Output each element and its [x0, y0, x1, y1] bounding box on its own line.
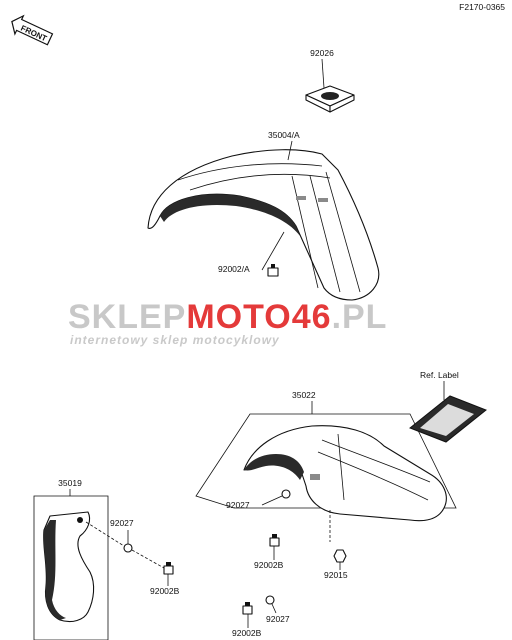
watermark: SKLEPMOTO46.PL internetowy sklep motocyk…	[68, 298, 387, 347]
rear-bolt-part	[269, 534, 280, 547]
watermark-brand-4: .PL	[332, 298, 388, 336]
part-label-rear-nut: 92015	[324, 570, 348, 580]
rear-washer-part	[281, 489, 291, 499]
part-label-side-cover: 35019	[58, 478, 82, 488]
part-label-lower-washer: 92027	[266, 614, 290, 624]
lower-washer-part	[265, 595, 275, 605]
part-label-rear-washer: 92027	[226, 500, 250, 510]
cap-part	[305, 85, 355, 113]
part-label-rear-fender: 35022	[292, 390, 316, 400]
svg-text:SKLEPMOTO46.PL: SKLEPMOTO46.PL	[68, 298, 387, 336]
front-fender-part	[147, 149, 380, 301]
part-label-lower-bolt: 92002B	[232, 628, 262, 638]
part-label-side-bolt: 92002B	[150, 586, 180, 596]
lower-bolt-part	[242, 602, 253, 615]
part-label-rear-bolt: 92002B	[254, 560, 284, 570]
ref-label-sticker	[409, 395, 487, 443]
part-label-front-fender: 35004/A	[268, 130, 300, 140]
side-cover-part	[43, 511, 95, 623]
part-label-front-bolt: 92002/A	[218, 264, 250, 274]
side-cover-group-frame	[33, 495, 109, 640]
watermark-brand-3: 46	[292, 298, 332, 336]
diagram-code: F2170-0365	[459, 2, 505, 12]
part-label-cap: 92026	[310, 48, 334, 58]
front-bolt-part	[267, 264, 279, 277]
rear-fender-part	[243, 425, 447, 522]
rear-nut-part	[333, 549, 347, 563]
front-direction-arrow-icon: FRONT	[11, 14, 54, 46]
side-washer-part	[123, 543, 133, 553]
side-bolt-part	[163, 562, 174, 575]
watermark-tagline: internetowy sklep motocyklowy	[70, 333, 280, 347]
ref-label-title: Ref. Label	[420, 370, 459, 380]
watermark-brand-2: MOTO	[186, 298, 291, 336]
part-label-side-washer: 92027	[110, 518, 134, 528]
watermark-brand-1: SKLEP	[68, 298, 186, 336]
